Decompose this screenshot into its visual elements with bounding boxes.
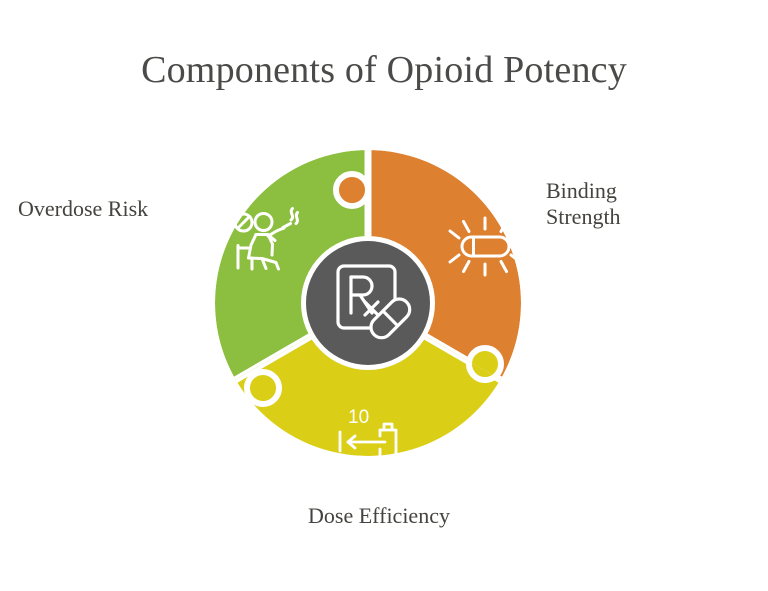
no-drug-use-person-icon xyxy=(233,207,299,271)
dose-icon-value: 10 xyxy=(348,407,369,428)
segment-dose-efficiency-fill xyxy=(235,303,501,456)
segment-label-binding-strength-line1: Binding xyxy=(546,178,617,203)
puzzle-knob-top xyxy=(333,171,368,209)
page-title: Components of Opioid Potency xyxy=(141,49,627,91)
rx-prescription-pad-and-pill-icon xyxy=(336,264,412,340)
shining-capsule-pill-icon xyxy=(448,216,522,277)
segment-label-dose-efficiency: Dose Efficiency xyxy=(308,503,450,528)
segment-label-overdose-risk: Overdose Risk xyxy=(18,196,149,221)
dose-measure-bottle-arrow-icon: 10 xyxy=(338,407,398,460)
center-hub[interactable] xyxy=(301,236,435,370)
puzzle-knob-lower-left-yellow xyxy=(244,369,282,407)
segment-label-binding-strength-line2: Strength xyxy=(546,203,621,229)
segment-overdose-risk-fill xyxy=(215,150,368,380)
segment-binding-strength-fill xyxy=(368,150,521,380)
